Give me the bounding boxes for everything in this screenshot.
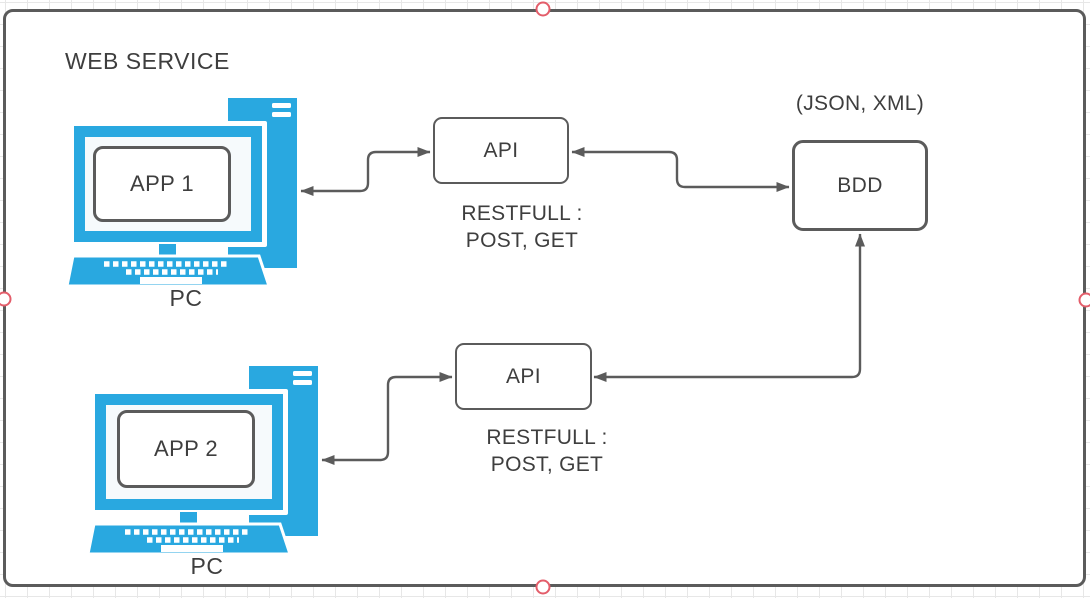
connector-pc1-api1[interactable] xyxy=(300,147,431,196)
pc2-caption: PC xyxy=(190,553,224,579)
connector-api2-bdd[interactable] xyxy=(593,233,865,382)
app1-label: APP 1 xyxy=(130,171,194,196)
bdd-label: BDD xyxy=(837,173,883,197)
pc1-caption: PC xyxy=(169,285,203,311)
app1-node[interactable]: APP 1 xyxy=(93,146,231,222)
api2-label: API xyxy=(505,364,542,388)
connection-point-bottom[interactable] xyxy=(535,579,551,595)
api2-node[interactable]: API xyxy=(455,343,592,410)
api1-caption-line2: POST, GET xyxy=(465,229,579,252)
api1-node[interactable]: API xyxy=(433,117,569,184)
api1-label: API xyxy=(483,138,519,162)
bdd-node[interactable]: BDD xyxy=(792,140,928,231)
app2-label: APP 2 xyxy=(154,436,218,461)
connector-pc2-api2[interactable] xyxy=(321,372,453,465)
api1-caption-line1: RESTFULL : xyxy=(461,202,583,225)
api2-caption[interactable]: RESTFULL : POST, GET xyxy=(447,424,647,478)
connector-api1-bdd[interactable] xyxy=(571,147,790,192)
api2-caption-line1: RESTFULL : xyxy=(486,426,608,449)
container-title: WEB SERVICE xyxy=(65,48,230,74)
connection-point-right[interactable] xyxy=(1078,292,1090,308)
app2-node[interactable]: APP 2 xyxy=(117,410,255,488)
bdd-caption[interactable]: (JSON, XML) xyxy=(795,92,925,115)
api1-caption[interactable]: RESTFULL : POST, GET xyxy=(422,200,622,254)
api2-caption-line2: POST, GET xyxy=(490,453,604,476)
connection-point-top[interactable] xyxy=(535,1,551,17)
connection-point-left[interactable] xyxy=(0,291,12,307)
